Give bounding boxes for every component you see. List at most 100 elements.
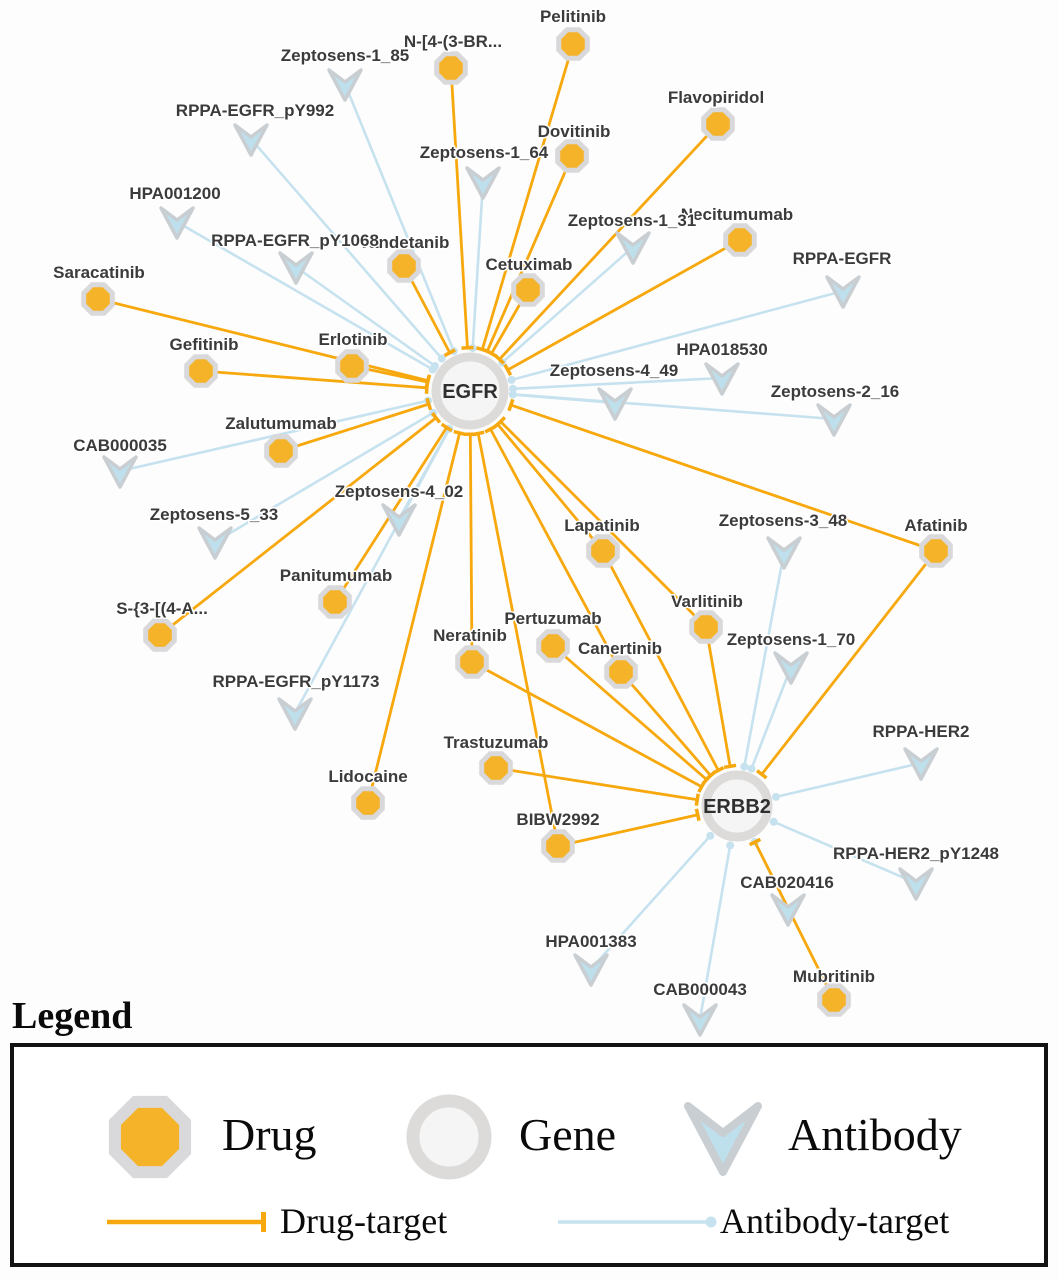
drug-node-label: Canertinib (578, 639, 662, 658)
antibody-node (327, 68, 363, 102)
drug-node (511, 273, 545, 307)
drug-node (689, 610, 723, 644)
drug-target-edge (704, 626, 737, 770)
antibody-target-edge (498, 246, 634, 367)
edge-layer (97, 43, 938, 1020)
drug-target-edge (493, 123, 720, 365)
network-graph: PelitinibN-[4-(3-BR...DovitinibFlavopiri… (52, 6, 1001, 1037)
drug-node (541, 829, 575, 863)
antibody-node (682, 1003, 718, 1037)
antibody-target-edge (295, 265, 439, 371)
drug-node (351, 786, 385, 820)
drug-target-edge (601, 550, 725, 775)
gene-node (431, 352, 509, 430)
drug-node (81, 282, 115, 316)
antibody-node-label: Zeptosens-1_31 (568, 211, 697, 230)
drug-node (723, 223, 757, 257)
drug-node-label: Lapatinib (564, 516, 640, 535)
legend-drug-target-label: Drug-target (280, 1201, 448, 1241)
antibody-target-edge (740, 551, 786, 771)
antibody-node-label: RPPA-EGFR (793, 249, 892, 268)
antibody-node (615, 231, 651, 265)
antibody-node-label: Zeptosens-3_48 (719, 511, 848, 530)
antibody-node-label: RPPA-HER2_pY1248 (833, 844, 999, 863)
drug-node (536, 629, 570, 663)
drug-target-edge (495, 766, 700, 806)
drug-node (387, 249, 421, 283)
drug-node (455, 645, 489, 679)
drug-node (555, 139, 589, 173)
antibody-target-edge-icon (558, 1216, 717, 1228)
antibody-node-label: HPA001383 (545, 932, 636, 951)
gene-node-label: ERBB2 (703, 796, 771, 818)
drug-node-label: BIBW2992 (516, 810, 599, 829)
drug-target-edge (481, 155, 574, 356)
gene-node-label: EGFR (442, 381, 498, 403)
drug-target-edge (476, 43, 575, 353)
drug-node-label: Necitumumab (681, 205, 793, 224)
antibody-node (573, 953, 609, 987)
antibody-node-label: CAB020416 (740, 873, 834, 892)
label-layer: PelitinibN-[4-(3-BR...DovitinibFlavopiri… (52, 6, 1001, 1001)
antibody-node (898, 867, 934, 901)
antibody-target-edge (293, 424, 454, 714)
antibody-node-label: Zeptosens-1_70 (727, 630, 856, 649)
drug-target-edge (200, 369, 430, 394)
antibody-node (381, 503, 417, 537)
antibody-node-label: HPA018530 (676, 340, 767, 359)
drug-node-label: Pelitinib (540, 7, 606, 26)
antibody-target-edge (214, 408, 438, 544)
antibody-node-label: Zeptosens-1_64 (420, 143, 549, 162)
antibody-node (903, 747, 939, 781)
antibody-target-edge (468, 181, 485, 353)
node-layer (81, 27, 953, 1037)
antibody-node (197, 526, 233, 560)
antibody-target-edge (698, 841, 735, 1020)
drug-node (479, 751, 513, 785)
drug-node-icon (108, 1095, 192, 1179)
antibody-node-label: Zeptosens-4_02 (335, 482, 464, 501)
drug-node-label: Panitumumab (280, 566, 392, 585)
antibody-node (278, 251, 314, 285)
drug-target-edge (748, 837, 836, 1001)
antibody-node-label: Zeptosens-2_16 (771, 382, 900, 401)
drug-node-label: Erlotinib (319, 330, 388, 349)
antibody-node-label: Zeptosens-4_49 (550, 361, 679, 380)
drug-node (264, 434, 298, 468)
drug-node-label: N-[4-(3-BR... (404, 32, 502, 51)
drug-target-edge (507, 398, 937, 553)
drug-target-edge (449, 67, 474, 350)
antibody-node (766, 536, 802, 570)
drug-node (556, 27, 590, 61)
drug-node-label: Vandetanib (359, 233, 450, 252)
drug-node (701, 107, 735, 141)
antibody-node-label: RPPA-HER2 (873, 722, 970, 741)
drug-node-label: Gefitinib (170, 335, 239, 354)
drug-target-edge (484, 424, 623, 673)
drug-node-label: Mubritinib (793, 967, 875, 986)
drug-node (434, 51, 468, 85)
legend-box: Drug Gene Antibody Drug-target Antibody-… (10, 1043, 1048, 1267)
drug-target-edge (619, 671, 717, 781)
antibody-node-label: RPPA-EGFR_pY1173 (213, 672, 380, 691)
antibody-node (277, 697, 313, 731)
drug-target-edge (464, 432, 477, 663)
drug-target-edge (97, 297, 432, 387)
drug-node-label: Varlitinib (671, 592, 743, 611)
drug-target-edge (366, 429, 466, 804)
antibody-node-label: CAB000043 (653, 980, 747, 999)
drug-node-label: Pertuzumab (504, 609, 601, 628)
drug-node-label: Cetuximab (486, 255, 573, 274)
legend-gene-label: Gene (519, 1109, 617, 1160)
antibody-target-edge (747, 666, 793, 773)
drug-node (919, 534, 953, 568)
antibody-target-edge (507, 289, 844, 384)
antibody-node (233, 123, 269, 157)
antibody-node (597, 387, 633, 421)
drug-target-edge (471, 430, 560, 847)
antibody-node-label: RPPA-EGFR_pY1068 (211, 231, 379, 250)
antibody-node (773, 651, 809, 685)
antibody-node (825, 275, 861, 309)
drug-target-edge (159, 411, 442, 637)
antibody-node-icon (684, 1102, 762, 1176)
